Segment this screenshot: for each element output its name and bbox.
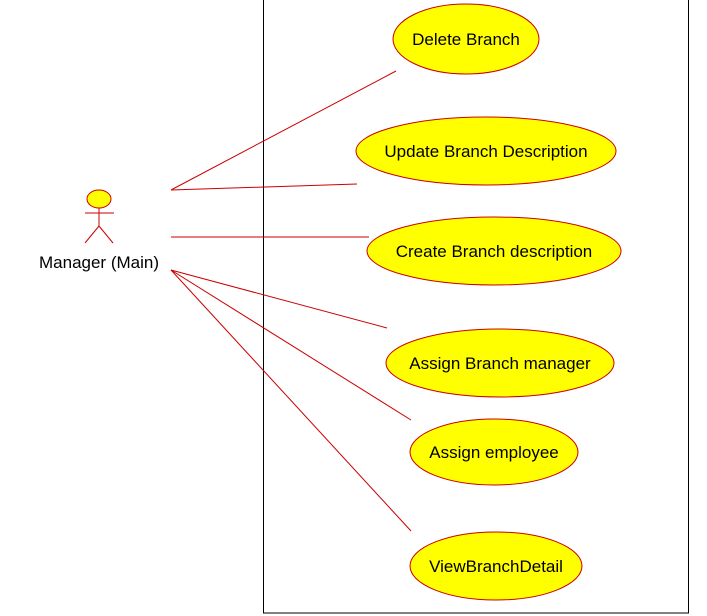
- association-assign-employee[interactable]: [170, 269, 412, 421]
- actor-left-leg: [84, 225, 100, 244]
- associations: [170, 70, 412, 532]
- use-case-label: Delete Branch: [412, 30, 520, 49]
- use-case-label: Update Branch Description: [384, 142, 587, 161]
- use-case-label: Create Branch description: [396, 242, 593, 261]
- use-case-assign-branch-manager[interactable]: Assign Branch manager: [385, 328, 615, 398]
- actor-head: [86, 189, 112, 209]
- actor-right-leg: [98, 225, 114, 244]
- use-case-delete-branch[interactable]: Delete Branch: [392, 3, 540, 75]
- use-case-label: ViewBranchDetail: [429, 557, 563, 576]
- system-boundary: [263, 0, 689, 614]
- actor-name: Manager (Main): [39, 253, 159, 272]
- association-delete-branch[interactable]: [170, 70, 397, 191]
- actor-manager[interactable]: Manager (Main): [39, 189, 159, 272]
- association-view-branch-detail[interactable]: [170, 269, 412, 532]
- use-case-assign-employee[interactable]: Assign employee: [409, 418, 579, 486]
- use-case-label: Assign employee: [429, 443, 558, 462]
- association-update-branch-description[interactable]: [170, 183, 358, 191]
- use-case-label: Assign Branch manager: [409, 354, 591, 373]
- association-assign-branch-manager[interactable]: [170, 269, 388, 329]
- use-case-create-branch-description[interactable]: Create Branch description: [366, 216, 622, 286]
- use-case-update-branch-description[interactable]: Update Branch Description: [355, 116, 617, 186]
- use-case-view-branch-detail[interactable]: ViewBranchDetail: [409, 531, 583, 601]
